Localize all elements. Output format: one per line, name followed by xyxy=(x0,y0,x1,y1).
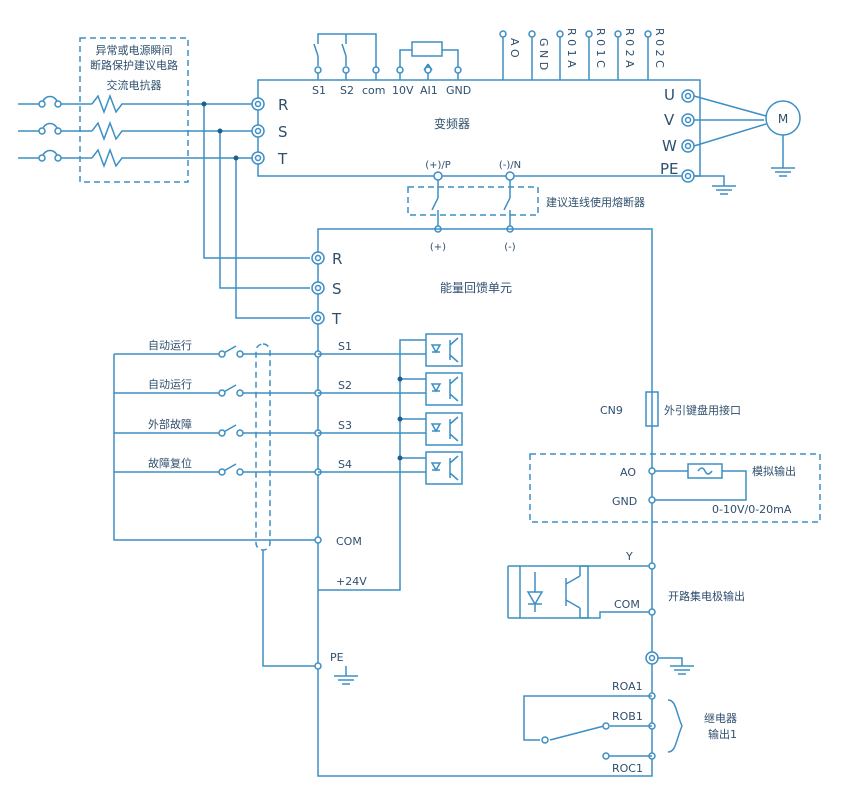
terminal-ao: A O xyxy=(508,38,521,58)
top-terminal-s2: S2 xyxy=(340,84,354,97)
motor-label: M xyxy=(778,112,788,126)
terminal-r01a: R 0 1 A xyxy=(565,28,578,68)
input-label-1: 自动运行 xyxy=(148,339,192,352)
feedback-input-terminals xyxy=(311,251,325,325)
cn9-terminal: CN9 xyxy=(600,404,623,417)
cn9-label: 外引键盘用接口 xyxy=(664,403,741,417)
top-terminal-gnd: GND xyxy=(446,84,471,97)
relay-output xyxy=(523,692,683,760)
shield-cable xyxy=(255,343,318,667)
relay-roc1: ROC1 xyxy=(612,762,643,775)
input-label-3: 外部故障 xyxy=(148,417,192,431)
top-terminal-ai1: AI1 xyxy=(420,84,438,97)
relay-rob1: ROB1 xyxy=(612,710,643,723)
analog-gnd: GND xyxy=(612,495,637,508)
dc-bus-minus: (-)/N xyxy=(499,160,521,171)
inverter-label: 变频器 xyxy=(434,116,470,131)
top-terminal-10v: 10V xyxy=(392,84,414,97)
input-terminal-s3: S3 xyxy=(338,419,352,432)
feedback-unit-box xyxy=(317,228,653,777)
terminal-gnd-top: G N D xyxy=(537,38,550,70)
relay-label-line2: 输出1 xyxy=(708,727,737,741)
protection-box xyxy=(79,37,189,183)
feedback-dc-minus: (-) xyxy=(504,242,516,253)
top-terminal-s1: S1 xyxy=(312,84,326,97)
reactor-label: 交流电抗器 xyxy=(107,78,162,92)
inverter-terminal-r: R xyxy=(278,96,288,114)
feedback-terminal-r: R xyxy=(332,250,342,268)
inverter-terminal-s: S xyxy=(278,123,288,141)
pe-ground-icon xyxy=(694,175,736,195)
digital-inputs xyxy=(113,345,322,544)
analog-output xyxy=(529,453,821,523)
input-label-4: 故障复位 xyxy=(148,456,192,470)
terminal-r02c: R 0 2 C xyxy=(653,28,666,68)
analog-ao: AO xyxy=(620,466,636,479)
analog-range: 0-10V/0-20mA xyxy=(712,503,792,516)
feedback-dc-plus: (+) xyxy=(430,242,446,253)
analog-label: 模拟输出 xyxy=(752,464,796,478)
oc-y: Y xyxy=(625,550,633,563)
input-terminal-s1: S1 xyxy=(338,340,352,353)
dc-bus-plus: (+)/P xyxy=(425,160,451,171)
input-terminal-s2: S2 xyxy=(338,379,352,392)
oc-label: 开路集电极输出 xyxy=(668,589,745,603)
protection-label-line1: 异常或电源瞬间 xyxy=(96,43,173,57)
protection-label-line2: 断路保护建议电路 xyxy=(90,58,178,72)
feedback-terminal-t: T xyxy=(331,310,342,328)
terminal-pe: PE xyxy=(660,160,679,178)
cn9-connector xyxy=(645,391,659,427)
motor-icon xyxy=(693,95,801,177)
terminal-w: W xyxy=(662,137,677,155)
feedback-terminal-s: S xyxy=(332,280,342,298)
optocoupler-icon-group xyxy=(318,333,463,591)
right-ground-icon xyxy=(645,651,694,675)
feedback-pe-ground-icon xyxy=(314,662,358,685)
inverter-input-terminals xyxy=(251,97,265,165)
potentiometer-icon xyxy=(396,41,462,80)
top-switches xyxy=(313,33,380,80)
power-lines xyxy=(18,93,310,319)
relay-roa1: ROA1 xyxy=(612,680,643,693)
open-collector-output xyxy=(507,562,656,619)
com-terminal: COM xyxy=(336,535,362,548)
terminal-r01c: R 0 1 C xyxy=(594,28,607,68)
feedback-unit-label: 能量回馈单元 xyxy=(440,281,512,295)
input-terminal-s4: S4 xyxy=(338,458,352,471)
terminal-r02a: R 0 2 A xyxy=(623,28,636,68)
terminal-v: V xyxy=(664,111,675,129)
inverter-output-terminals xyxy=(681,89,695,183)
dc-bus xyxy=(407,171,539,233)
oc-com: COM xyxy=(614,598,640,611)
pe-terminal: PE xyxy=(330,651,344,664)
terminal-u: U xyxy=(664,86,675,104)
input-label-2: 自动运行 xyxy=(148,378,192,391)
right-top-terminals xyxy=(499,30,652,80)
relay-label-line1: 继电器 xyxy=(704,712,737,725)
top-terminal-com: com xyxy=(362,84,386,97)
inverter-terminal-t: T xyxy=(277,150,288,168)
p24-terminal: +24V xyxy=(336,575,367,588)
fuse-note: 建议连线使用熔断器 xyxy=(546,195,645,209)
